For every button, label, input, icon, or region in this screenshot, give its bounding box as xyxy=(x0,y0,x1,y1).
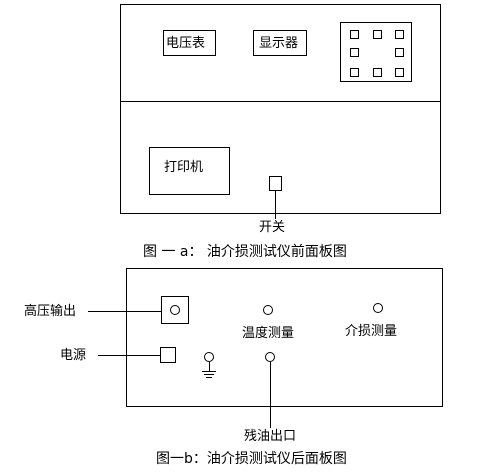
ground-stem xyxy=(209,362,210,371)
temperature-terminal xyxy=(263,305,273,315)
power-label: 电源 xyxy=(60,348,87,363)
power-socket xyxy=(160,347,176,363)
front-panel-divider xyxy=(120,101,441,102)
rear-panel xyxy=(126,268,443,407)
dielectric-loss-terminal xyxy=(373,303,383,313)
voltmeter-box xyxy=(163,30,216,56)
display-label: 显示器 xyxy=(259,36,299,51)
front-panel-caption: 图 一 a： 油介损测试仪前面板图 xyxy=(143,244,347,260)
dielectric-loss-measure-label: 介损测量 xyxy=(345,324,398,339)
printer-label: 打印机 xyxy=(164,160,204,175)
keypad-key xyxy=(373,68,382,77)
keypad-key xyxy=(395,30,404,39)
residual-oil-outlet-port xyxy=(265,352,275,362)
keypad-key xyxy=(395,68,404,77)
switch-box xyxy=(269,176,282,191)
temperature-measure-label: 温度测量 xyxy=(242,326,295,341)
keypad-key xyxy=(350,30,359,39)
power-leader-line xyxy=(98,355,160,356)
keypad-key xyxy=(373,30,382,39)
keypad-key xyxy=(395,48,404,57)
switch-leader-line xyxy=(275,191,276,219)
residual-oil-outlet-label: 残油出口 xyxy=(244,429,297,444)
ground-icon-bar xyxy=(204,374,214,375)
ground-icon-bar xyxy=(202,371,216,372)
residual-oil-leader-line xyxy=(270,362,271,428)
high-voltage-leader-line xyxy=(88,311,161,312)
keypad-key xyxy=(350,48,359,57)
ground-icon-bar xyxy=(206,377,212,378)
switch-label: 开关 xyxy=(259,220,286,235)
keypad-key xyxy=(350,68,359,77)
ground-terminal-head xyxy=(204,352,214,362)
high-voltage-output-terminal xyxy=(170,305,180,315)
high-voltage-output-label: 高压输出 xyxy=(24,304,77,319)
rear-panel-caption: 图一b：油介损测试仪后面板图 xyxy=(156,451,347,467)
voltmeter-label: 电压表 xyxy=(166,36,206,51)
display-box xyxy=(253,30,307,56)
printer-box xyxy=(149,147,230,195)
